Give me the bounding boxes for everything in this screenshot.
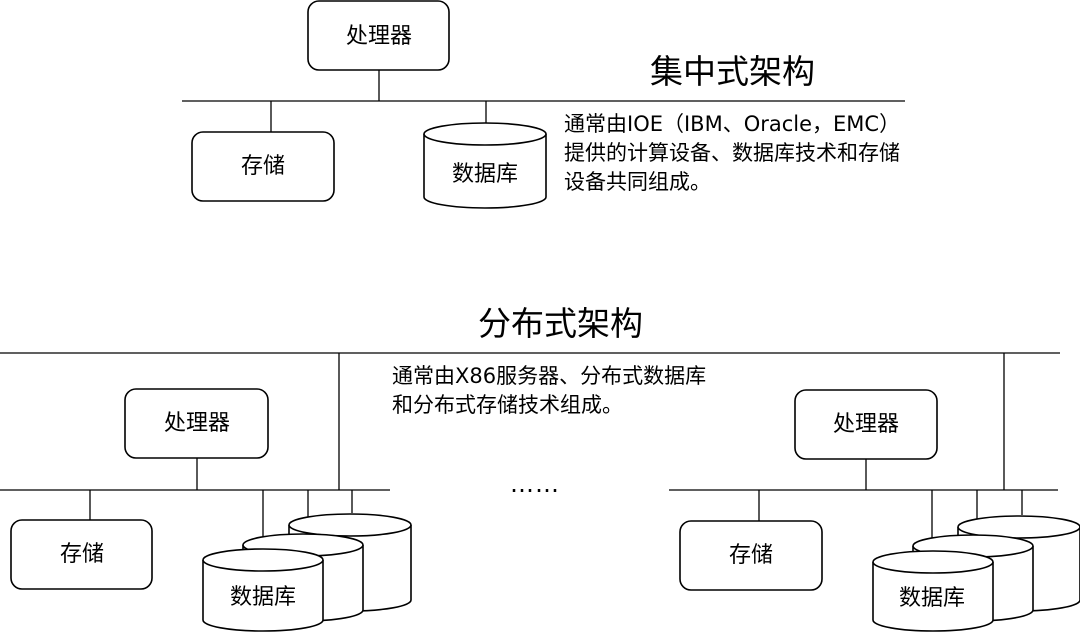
central-database-cylinder xyxy=(423,122,547,209)
centralized-title: 集中式架构 xyxy=(650,52,815,91)
left-storage-label: 存储 xyxy=(59,542,105,567)
centralized-description-line: 设备共同组成。 xyxy=(564,170,711,194)
left-processor-label: 处理器 xyxy=(163,411,231,436)
central-processor-box xyxy=(307,0,450,71)
right-storage-label: 存储 xyxy=(728,543,774,568)
central-storage-box xyxy=(191,131,335,202)
distributed-title: 分布式架构 xyxy=(478,304,643,343)
central-database-label: 数据库 xyxy=(451,162,519,187)
right-processor-box xyxy=(794,389,938,460)
distributed-description-line: 和分布式存储技术组成。 xyxy=(392,393,623,417)
left-node xyxy=(0,388,412,632)
distributed-architecture xyxy=(0,352,1080,632)
right-processor-label: 处理器 xyxy=(832,412,900,437)
more-nodes-ellipsis: …… xyxy=(510,470,560,498)
left-processor-box xyxy=(124,388,269,459)
left-database-label: 数据库 xyxy=(229,585,297,610)
distributed-description-line: 通常由X86服务器、分布式数据库 xyxy=(392,364,707,388)
centralized-description-line: 通常由IOE（IBM、Oracle，EMC） xyxy=(564,112,901,136)
central-processor-label: 处理器 xyxy=(345,24,413,49)
central-storage-label: 存储 xyxy=(240,154,286,179)
left-database-stack xyxy=(202,513,412,632)
right-node xyxy=(669,389,1080,632)
right-database-stack xyxy=(872,515,1080,632)
right-storage-box xyxy=(679,520,823,591)
right-database-label: 数据库 xyxy=(898,586,966,611)
distributed-description: 通常由X86服务器、分布式数据库 和分布式存储技术组成。 xyxy=(392,362,706,420)
centralized-description: 通常由IOE（IBM、Oracle，EMC） 提供的计算设备、数据库技术和存储 … xyxy=(564,110,900,197)
centralized-description-line: 提供的计算设备、数据库技术和存储 xyxy=(564,141,900,165)
left-storage-box xyxy=(10,519,153,590)
centralized-architecture xyxy=(182,0,905,209)
